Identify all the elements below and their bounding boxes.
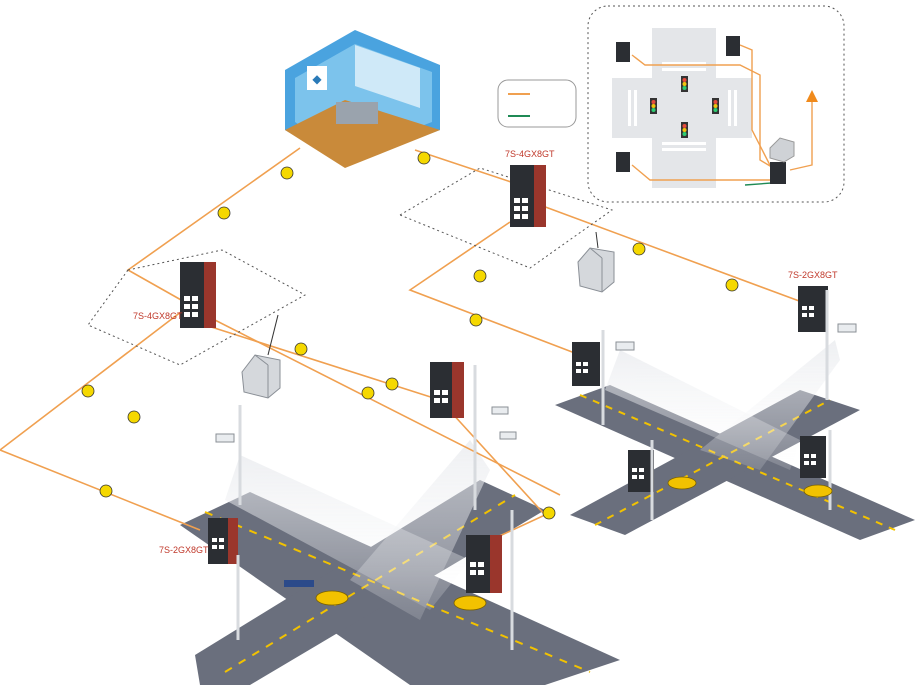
camera-pole <box>236 290 832 650</box>
switch-label-bottom: 7S-2GX8GT <box>159 545 209 555</box>
switch-zone-boxes <box>87 167 614 366</box>
traffic-light-icon <box>650 76 719 138</box>
control-room-icon: ◆ <box>285 30 440 168</box>
traffic-light-icon <box>284 580 314 587</box>
switch-label-right: 7S-2GX8GT <box>788 270 838 280</box>
industrial-switch-icon <box>798 286 828 332</box>
cabinet-icon <box>241 354 281 399</box>
fiber-connector-icon <box>81 151 739 520</box>
industrial-switch-icon <box>628 450 654 492</box>
cabinet-icon <box>577 247 615 293</box>
switch-label-left: 7S-4GX8GT <box>133 311 183 321</box>
intersection-inset <box>587 5 845 203</box>
industrial-switch-icon <box>800 436 826 478</box>
industrial-switch-icon <box>572 342 600 386</box>
inset-switch-icon <box>616 42 630 62</box>
camera-coverage <box>225 340 840 620</box>
switch-label-top: 7S-4GX8GT <box>505 149 555 159</box>
camera-icon <box>215 323 857 443</box>
legend <box>497 79 577 128</box>
industrial-switch-icon <box>180 262 216 328</box>
industrial-switch-icon <box>510 165 546 227</box>
cabinet-icon <box>769 137 795 163</box>
industrial-switch-icon <box>466 535 502 593</box>
car-icon <box>315 476 833 611</box>
industrial-switch-icon <box>430 362 464 418</box>
svg-text:◆: ◆ <box>312 72 322 86</box>
industrial-switch-icon <box>208 518 238 564</box>
up-arrow-icon <box>806 90 818 102</box>
